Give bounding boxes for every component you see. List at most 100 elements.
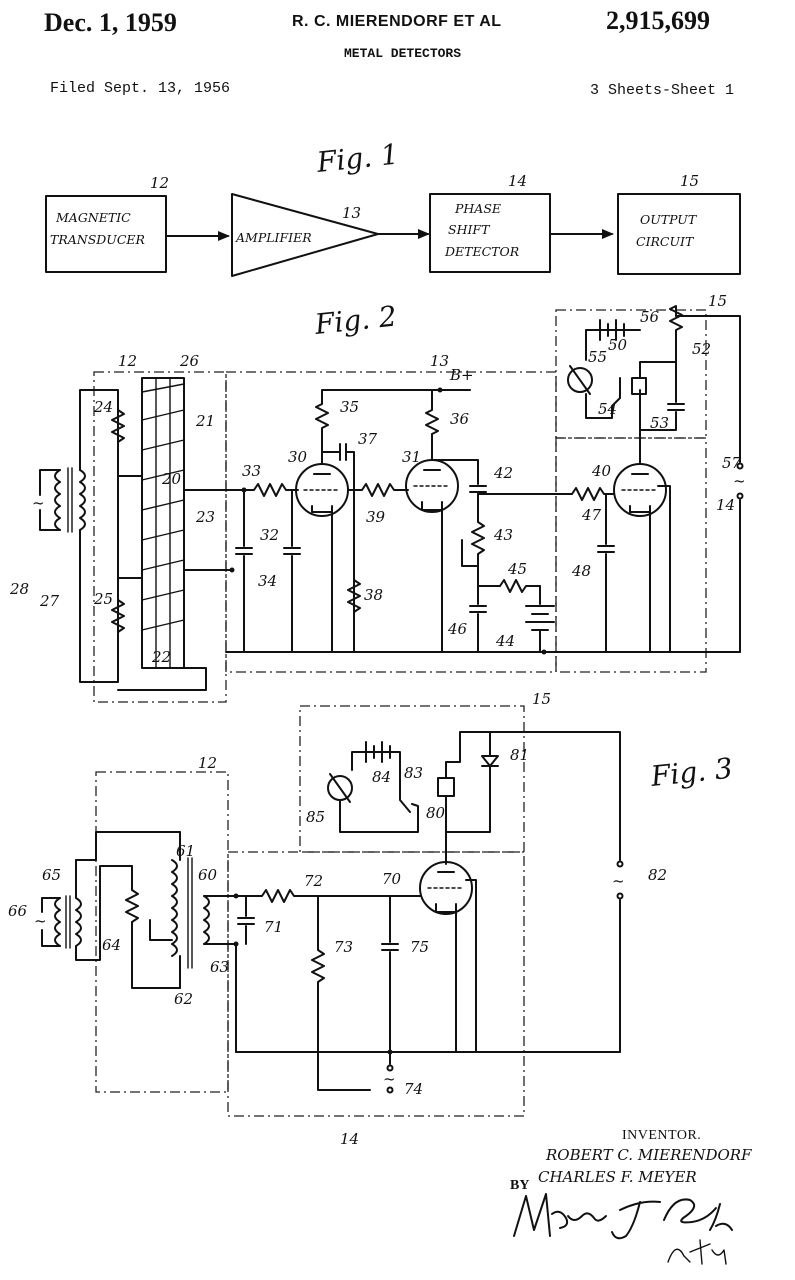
ref-numeral-15: 15: [708, 292, 727, 310]
ref-numeral-39: 39: [366, 508, 386, 526]
ref-numeral-65: 65: [42, 866, 61, 884]
ref-numeral-40: 40: [591, 462, 612, 480]
coil-winding-21: [141, 383, 185, 631]
ref-numeral-61: 61: [176, 842, 195, 860]
potentiometer-64: [125, 865, 181, 989]
diode-81: [445, 731, 499, 833]
transformer-secondary: [79, 469, 86, 531]
ref-numeral-33: 33: [242, 462, 261, 480]
ref-numeral-43: 43: [493, 526, 513, 544]
enclosure-14: [555, 437, 707, 673]
attorney-signature: [513, 1193, 733, 1265]
block-15-line2: CIRCUIT: [636, 234, 695, 249]
coil-form-20: [141, 377, 185, 669]
ref-numeral-83: 83: [404, 764, 423, 782]
block-output-circuit: [617, 193, 741, 275]
ref-numeral-26: 26: [179, 352, 200, 370]
ref-numeral-35: 35: [340, 398, 359, 416]
enclosure-12-fig3: [95, 771, 229, 1093]
ref-numeral-62: 62: [174, 990, 193, 1008]
transformer-primary-27: [54, 469, 61, 531]
block-14-line3: DETECTOR: [444, 244, 519, 259]
ref-numeral-42: 42: [493, 464, 513, 482]
ref-numeral-14: 14: [340, 1130, 359, 1148]
ref-numeral-70: 70: [382, 870, 402, 888]
ref-numeral-63: 63: [210, 958, 229, 976]
winding-65-primary: [54, 897, 61, 947]
block-amplifier: [231, 193, 379, 277]
ref-numeral-36: 36: [450, 410, 470, 428]
patent-title: METAL DETECTORS: [344, 46, 462, 61]
ref-numeral-53: 53: [650, 414, 669, 432]
ref-numeral-45: 45: [507, 560, 527, 578]
fig1-block-diagram: Fig. 1 MAGNETIC TRANSDUCER 12 AMPLIFIER …: [45, 138, 741, 277]
patent-date: Dec. 1, 1959: [44, 8, 177, 37]
block-magnetic-transducer: [45, 195, 167, 273]
ref-numeral-44: 44: [495, 632, 515, 650]
ref-numeral-34: 34: [258, 572, 277, 590]
svg-text:~: ~: [612, 872, 625, 890]
enclosure-13: [225, 371, 557, 673]
ref-numeral-85: 85: [306, 808, 325, 826]
battery-84: [351, 741, 411, 813]
svg-text:~: ~: [383, 1070, 396, 1088]
ref-numeral-28: 28: [9, 580, 29, 598]
by-label: BY: [510, 1178, 530, 1193]
resistor-33: [243, 483, 299, 497]
ref-numeral-31: 31: [402, 448, 421, 466]
resistor-35: [315, 389, 441, 439]
winding-63: [203, 895, 210, 945]
winding-60: [171, 859, 178, 957]
ref-numeral-84: 84: [372, 768, 391, 786]
ref-numeral-22: 22: [151, 648, 171, 666]
ref-numeral-15: 15: [532, 690, 551, 708]
capacitor-37: [321, 443, 355, 653]
patent-number: 2,915,699: [606, 6, 710, 35]
ref-numeral-50: 50: [608, 336, 628, 354]
inventor-header: R. C. MIERENDORF ET AL: [292, 13, 502, 30]
resistor-40: [571, 487, 615, 501]
ref-numeral-20: 20: [161, 470, 182, 488]
ref-numeral-80: 80: [426, 804, 446, 822]
ref-numeral-73: 73: [334, 938, 353, 956]
ref-numeral-72: 72: [304, 872, 323, 890]
svg-text:~: ~: [32, 494, 45, 512]
ref-numeral-12: 12: [118, 352, 137, 370]
ref-numeral-60: 60: [198, 866, 218, 884]
ref-numeral-38: 38: [364, 586, 383, 604]
ref-numeral-14: 14: [716, 496, 735, 514]
ref-numeral-75: 75: [410, 938, 429, 956]
inventor-name-2: CHARLES F. MEYER: [538, 1168, 697, 1186]
ref-numeral-64: 64: [102, 936, 121, 954]
potentiometer-52: [669, 305, 683, 391]
block-14-line1: PHASE: [454, 201, 501, 216]
block-12-line1: MAGNETIC: [55, 210, 131, 225]
ref-15-fig1: 15: [680, 172, 699, 190]
resistor-45: [499, 579, 541, 593]
inventor-name-1: ROBERT C. MIERENDORF: [546, 1146, 752, 1164]
ref-numeral-66: 66: [8, 902, 28, 920]
secondary-loop: [79, 389, 119, 683]
ref-numeral-46: 46: [447, 620, 468, 638]
ref-numeral-55: 55: [588, 348, 607, 366]
lamp-55: [567, 367, 593, 393]
ref-numeral-48: 48: [571, 562, 591, 580]
svg-text:~: ~: [34, 912, 47, 930]
relay-80: [437, 777, 455, 797]
ref-12-fig1: 12: [150, 174, 169, 192]
resistor-39: [347, 483, 409, 497]
block-15-line1: OUTPUT: [640, 212, 698, 227]
resistor-24: [111, 399, 125, 451]
resistor-73: [311, 895, 371, 1091]
ref-numeral-12: 12: [198, 754, 217, 772]
block-14-line2: SHIFT: [448, 222, 491, 237]
enclosure-12: [93, 371, 227, 703]
ref-numeral-57: 57: [722, 454, 742, 472]
ref-numeral-21: 21: [195, 412, 215, 430]
block-12-line2: TRANSDUCER: [50, 232, 145, 247]
sheet-count: 3 Sheets-Sheet 1: [590, 82, 735, 99]
svg-text:~: ~: [733, 472, 746, 490]
ref-numeral-54: 54: [598, 400, 617, 418]
